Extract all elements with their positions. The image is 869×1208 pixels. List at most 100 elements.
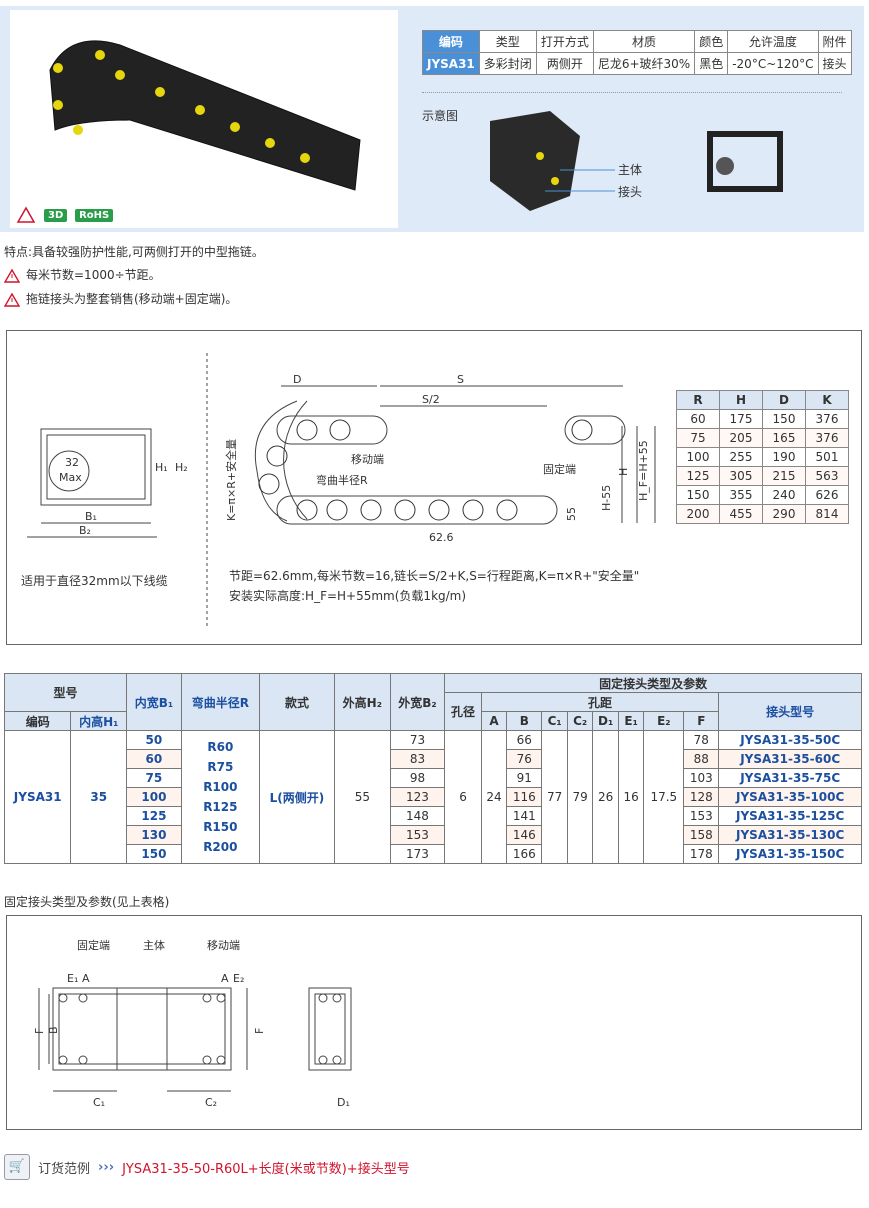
header-b2: 外宽B₂ [389,673,446,731]
rhdk-cell: 563 [805,466,849,486]
rhdk-cell: 190 [762,447,806,467]
fixed-end-label: 固定端 [77,938,110,952]
table-cell: 178 [683,844,720,864]
header-model: 型号 [3,673,128,712]
table-cell: 141 [506,806,543,826]
table-cell: 16 [617,730,645,864]
table-cell: 6 [444,730,482,864]
header-pitch-col: B [506,711,543,731]
dimension-drawing: 32 Max H₁ H₂ B₁ B₂ D S S/2 移动端 固定端 弯曲半径R… [6,330,862,645]
b2-label: B₂ [79,524,91,537]
header-h2: 外高H₂ [333,673,391,731]
radius-value: R200 [203,840,238,854]
bend-radius-label: 弯曲半径R [316,473,368,487]
cart-icon[interactable]: 🛒 [4,1154,30,1180]
h-label: H [617,468,630,476]
rhdk-cell: 814 [805,504,849,524]
product-photo: 3D RoHS [10,10,398,228]
drawing-note-1: 节距=62.6mm,每米节数=16,链长=S/2+K,S=行程距离,K=π×R+… [229,569,640,583]
table-cell: 88 [683,749,720,769]
rhdk-cell: 100 [676,447,720,467]
table-cell: 116 [506,787,543,807]
table-cell: JYSA31-35-100C [718,787,862,807]
3d-badge[interactable]: 3D [44,209,68,222]
rhdk-cell: 150 [676,485,720,505]
table-cell: 123 [389,787,446,807]
k-label: K=π×R+安全量 [224,439,238,521]
rhdk-cell: 60 [676,409,720,429]
rhdk-cell: 165 [762,428,806,448]
c1-label: C₁ [93,1096,105,1109]
table-cell: JYSA31-35-150C [718,844,862,864]
table-cell: 103 [683,768,720,788]
d1-label: D₁ [337,1096,350,1109]
spec-value: 两侧开 [535,52,594,75]
h55-label: H-55 [600,485,613,511]
table-cell: 150 [126,844,182,864]
rhdk-cell: 255 [719,447,763,467]
rhdk-cell: 355 [719,485,763,505]
radius-value: R75 [207,760,234,774]
e1-label: E₁ [67,972,78,985]
radius-value: R125 [203,800,238,814]
divider [422,92,842,93]
table-cell: 78 [683,730,720,750]
s2-label: S/2 [422,393,440,406]
header-pitch-col: D₁ [592,711,619,731]
rhdk-cell: 75 [676,428,720,448]
spec-value: JYSA31 [422,52,480,75]
rhdk-cell: 215 [762,466,806,486]
joint-drawing: 固定端 主体 移动端 E₁ A A E₂ F B F C₁ C₂ D₁ [6,915,862,1130]
hf-label: H_F=H+55 [637,440,650,501]
spec-header: 类型 [478,30,537,53]
header-code: 编码 [3,711,72,731]
schematic-body-label: 主体 [618,163,643,177]
order-label: 订货范例 [38,1161,91,1177]
table-cell: JYSA31-35-60C [718,749,862,769]
rhdk-cell: 290 [762,504,806,524]
s-label: S [457,373,464,386]
table-cell: 158 [683,825,720,845]
header-r: 弯曲半径R [180,673,260,731]
header-pitch-col: A [480,711,508,731]
rhdk-cell: 376 [805,409,849,429]
rhdk-cell: 376 [805,428,849,448]
joint-drawing-svg: 固定端 主体 移动端 E₁ A A E₂ F B F C₁ C₂ D₁ [33,938,352,1109]
header-h1: 内高H₁ [70,711,128,731]
e2-label: E₂ [233,972,244,985]
table-cell: 73 [389,730,446,750]
table-cell: 128 [683,787,720,807]
table-cell: 35 [70,730,128,864]
table-cell: 125 [126,806,182,826]
rhdk-cell: 205 [719,428,763,448]
table-cell: JYSA31-35-125C [718,806,862,826]
rhdk-cell: 150 [762,409,806,429]
schematic-title: 示意图 [422,109,459,123]
spec-header: 打开方式 [535,30,594,53]
note-pitch: 每米节数=1000÷节距。 [26,268,161,282]
moving-end-label: 移动端 [351,453,384,466]
body-label: 主体 [143,938,165,952]
table-cell: 60 [126,749,182,769]
table-cell: 76 [506,749,543,769]
table-cell: JYSA31-35-75C [718,768,862,788]
pitch-label: 62.6 [429,531,454,544]
table-cell: 153 [389,825,446,845]
table-cell: 130 [126,825,182,845]
table-cell: 173 [389,844,446,864]
table-cell: 79 [566,730,594,864]
header-hole: 孔径 [444,692,482,731]
table-cell: 153 [683,806,720,826]
rhdk-cell: 175 [719,409,763,429]
note-joint: 拖链接头为整套销售(移动端+固定端)。 [26,292,238,306]
table-cell: 66 [506,730,543,750]
